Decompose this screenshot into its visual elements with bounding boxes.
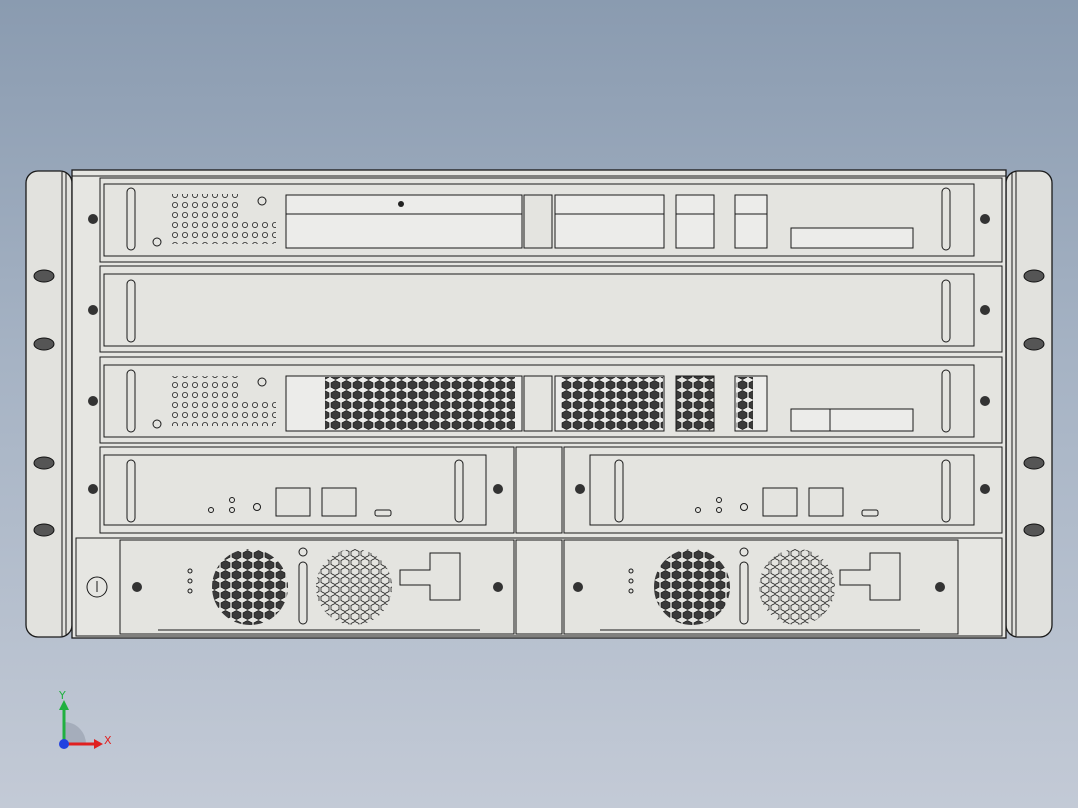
y-axis-label: Y (58, 689, 66, 702)
handle-icon[interactable] (126, 279, 136, 343)
fan-tray-right[interactable] (563, 539, 959, 635)
led-array (168, 376, 240, 426)
line-card-3[interactable] (88, 356, 1003, 444)
mount-hole-icon (1023, 523, 1045, 537)
port-bay (675, 194, 715, 249)
port-bay (285, 194, 523, 249)
power-socket[interactable] (275, 487, 311, 517)
screw-icon (575, 484, 585, 494)
screw-icon (493, 582, 503, 592)
fan-grille-icon (759, 549, 835, 625)
screw-icon (980, 214, 990, 224)
vent-grille (561, 377, 663, 430)
handle-icon[interactable] (126, 459, 136, 523)
screw-icon (88, 396, 98, 406)
handle-icon[interactable] (614, 459, 624, 523)
fan-grille-icon (654, 549, 730, 625)
reset-button-icon[interactable] (257, 377, 267, 387)
vent-grille (736, 377, 753, 430)
screw-icon (132, 582, 142, 592)
screw-icon (980, 484, 990, 494)
reset-button-icon[interactable] (257, 196, 267, 206)
screw-icon (573, 582, 583, 592)
handle-icon[interactable] (941, 279, 951, 343)
power-socket[interactable] (808, 487, 844, 517)
handle-icon[interactable] (126, 369, 136, 433)
screw-icon (88, 305, 98, 315)
screw-icon (88, 214, 98, 224)
led-icon (253, 503, 261, 511)
label-plate (790, 408, 914, 432)
usb-port-icon[interactable] (861, 509, 879, 517)
mount-hole-icon (33, 269, 55, 283)
screw-icon (980, 305, 990, 315)
latch-icon[interactable] (399, 552, 461, 601)
led-array (168, 194, 240, 244)
label-plate (790, 227, 914, 249)
handle-icon[interactable] (941, 187, 951, 251)
handle-icon[interactable] (941, 369, 951, 433)
power-switch-icon[interactable] (86, 576, 108, 598)
power-socket[interactable] (762, 487, 798, 517)
divider (515, 446, 563, 534)
screw-icon (935, 582, 945, 592)
screw-icon (493, 484, 503, 494)
handle-icon[interactable] (941, 459, 951, 523)
screw-icon (980, 396, 990, 406)
mount-hole-icon (1023, 269, 1045, 283)
led-array (240, 398, 276, 426)
usb-port-icon[interactable] (374, 509, 392, 517)
fan-grille-icon (212, 549, 288, 625)
coordinate-triad: Y X (58, 689, 112, 749)
vent-grille (325, 377, 515, 430)
origin-icon (59, 739, 69, 749)
mount-hole-icon (33, 523, 55, 537)
mount-hole-icon (1023, 456, 1045, 470)
port-bay (554, 194, 665, 249)
led-array (240, 218, 276, 244)
handle-icon[interactable] (454, 459, 464, 523)
handle-icon[interactable] (126, 187, 136, 251)
port-bay (734, 194, 768, 249)
psu-module-right[interactable] (563, 446, 1003, 534)
psu-module-left[interactable] (88, 446, 515, 534)
reset-button-icon[interactable] (152, 419, 162, 429)
blank-panel-2[interactable] (88, 265, 1003, 353)
latch-icon[interactable] (839, 552, 901, 601)
led-icon (740, 503, 748, 511)
divider (515, 539, 563, 635)
reset-button-icon[interactable] (152, 237, 162, 247)
fan-grille-icon (316, 549, 392, 625)
x-axis-label: X (104, 734, 112, 747)
handle-icon[interactable] (298, 561, 308, 625)
screw-icon (88, 484, 98, 494)
rack-ear-right (1005, 170, 1053, 638)
power-socket[interactable] (321, 487, 357, 517)
mount-hole-icon (1023, 337, 1045, 351)
mount-hole-icon (33, 337, 55, 351)
vent-grille (675, 375, 715, 432)
rack-ear-left (25, 170, 73, 638)
line-card-1[interactable] (88, 177, 1003, 263)
mount-hole-icon (33, 456, 55, 470)
fan-tray-left[interactable] (119, 539, 515, 635)
handle-icon[interactable] (739, 561, 749, 625)
